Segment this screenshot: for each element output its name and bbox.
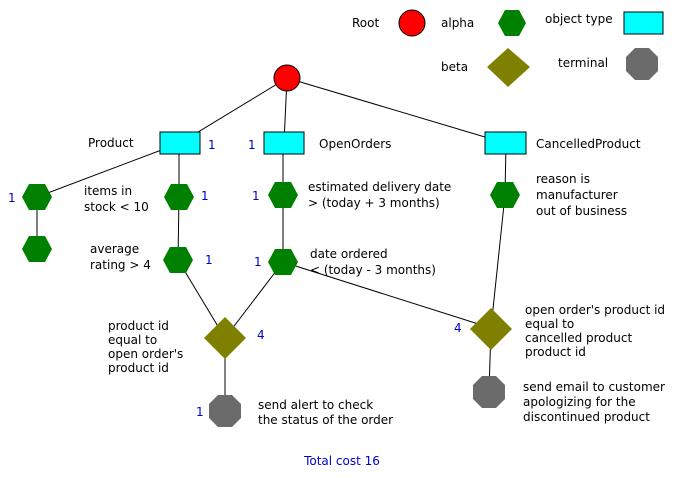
label-line: equal to: [108, 333, 157, 347]
legend-terminal-label: terminal: [558, 56, 608, 70]
edge-dateordered-beta: [224, 261, 284, 339]
beta-product-id: 4 product id equal to open order's produ…: [108, 317, 265, 375]
beta-cancelled-cost: 4: [454, 321, 462, 335]
object-type-product: Product 1: [88, 131, 216, 155]
label-line: date ordered: [310, 247, 388, 261]
terminal-alert: 1 send alert to check the status of the …: [196, 395, 393, 427]
label-line: product id: [525, 345, 586, 359]
label-line: product id: [108, 361, 169, 375]
label-line: reason is: [536, 172, 590, 186]
legend: Root alpha object type beta terminal: [352, 9, 664, 87]
legend-alpha-icon: [498, 10, 526, 36]
label-line: equal to: [525, 317, 574, 331]
edge-product-items-stock: [36, 142, 181, 198]
label-line: out of business: [536, 204, 627, 218]
product-cost: 1: [208, 138, 216, 152]
label-line: manufacturer: [536, 188, 618, 202]
alpha-average-rating-label: average rating > 4: [90, 242, 151, 272]
label-line: send alert to check: [258, 398, 373, 412]
legend-root-label: Root: [352, 16, 379, 30]
alpha-reason-label: reason is manufacturer out of business: [536, 172, 627, 218]
terminal-email: send email to customer apologizing for t…: [473, 376, 669, 424]
cancelled-product-label: CancelledProduct: [536, 137, 641, 151]
object-type-open-orders: OpenOrders 1: [248, 131, 391, 155]
beta-product-id-cost: 4: [257, 328, 265, 342]
alpha-reason: reason is manufacturer out of business: [490, 172, 627, 218]
alpha-estimated-delivery-cost: 1: [252, 189, 260, 203]
legend-beta-icon: [487, 48, 530, 87]
beta-cancelled: 4 open order's product id equal to cance…: [454, 303, 669, 359]
alpha-items-in-stock: 1 items in stock < 10: [8, 184, 149, 214]
label-line: rating > 4: [90, 258, 151, 272]
label-line: discontinued product: [523, 410, 650, 424]
label-line: stock < 10: [84, 200, 149, 214]
alpha-product-mid: 1: [164, 184, 209, 210]
beta-cancelled-label: open order's product id equal to cancell…: [525, 303, 669, 359]
label-line: average: [90, 242, 139, 256]
alpha-product-mid-cost: 1: [201, 189, 209, 203]
alpha-date-ordered-cost: 1: [254, 255, 262, 269]
alpha-date-ordered: 1 date ordered < (today - 3 months): [254, 247, 436, 277]
terminal-alert-label: send alert to check the status of the or…: [258, 398, 393, 427]
label-line: send email to customer: [523, 380, 665, 394]
beta-product-id-label: product id equal to open order's product…: [108, 319, 187, 375]
label-line: open order's: [108, 347, 183, 361]
product-label: Product: [88, 136, 134, 150]
label-line: < (today - 3 months): [310, 263, 436, 277]
edge-root-cancelledproduct: [286, 77, 506, 144]
legend-beta-label: beta: [441, 60, 468, 74]
alpha-average-rating: 1 average rating > 4: [90, 242, 213, 273]
edge-reason-beta2: [490, 194, 506, 329]
open-orders-label: OpenOrders: [319, 137, 391, 151]
label-line: > (today + 3 months): [308, 196, 440, 210]
legend-object-type-icon: [623, 11, 664, 35]
alpha-estimated-delivery: 1 estimated delivery date > (today + 3 m…: [252, 180, 455, 210]
terminal-alert-cost: 1: [196, 405, 204, 419]
alpha-date-ordered-label: date ordered < (today - 3 months): [310, 247, 436, 277]
label-line: apologizing for the: [523, 395, 636, 409]
alpha-average-rating-cost: 1: [205, 253, 213, 267]
edge-dateordered-beta2: [282, 261, 492, 329]
terminal-email-label: send email to customer apologizing for t…: [523, 380, 669, 424]
object-type-cancelled-product: CancelledProduct: [484, 131, 641, 155]
alpha-items-in-stock-2: [22, 236, 52, 262]
legend-alpha-label: alpha: [441, 16, 474, 30]
legend-object-type-label: object type: [545, 12, 613, 26]
label-line: product id: [108, 319, 169, 333]
legend-terminal-icon: [626, 48, 658, 80]
label-line: the status of the order: [258, 413, 393, 427]
alpha-estimated-delivery-label: estimated delivery date > (today + 3 mon…: [308, 180, 455, 210]
root-node: [273, 64, 301, 92]
alpha-items-in-stock-label: items in stock < 10: [84, 184, 149, 214]
label-line: estimated delivery date: [308, 180, 451, 194]
label-line: items in: [84, 184, 132, 198]
label-line: cancelled product: [525, 331, 632, 345]
alpha-items-in-stock-cost: 1: [8, 191, 16, 205]
open-orders-cost: 1: [248, 138, 256, 152]
legend-root-icon: [398, 9, 426, 37]
total-cost: Total cost 16: [303, 454, 380, 468]
label-line: open order's product id: [525, 303, 665, 317]
